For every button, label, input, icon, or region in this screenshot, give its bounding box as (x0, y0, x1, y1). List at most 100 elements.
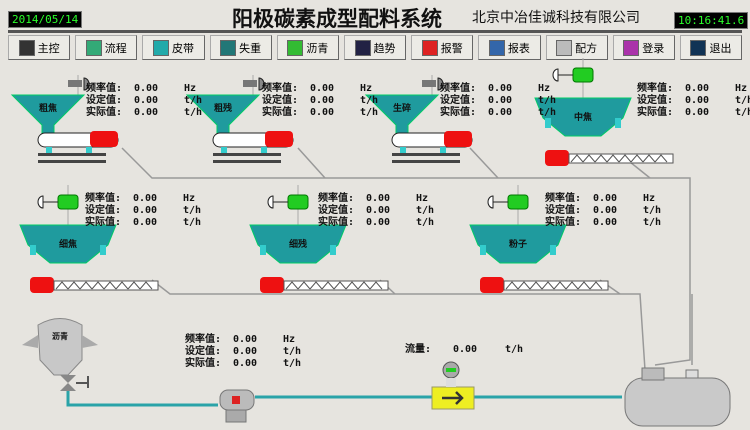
belt-conveyor-icon (391, 131, 473, 163)
freq-label: 频率值: (85, 193, 122, 204)
unit: t/h (643, 217, 662, 228)
screw-conveyor-icon (480, 245, 609, 293)
actual-label: 实际值: (185, 358, 222, 369)
unit: t/h (360, 95, 379, 106)
report-icon (488, 39, 505, 56)
station-4 (19, 185, 159, 293)
hopper-icon (19, 224, 117, 264)
toolbar-button-6[interactable]: 报警 (411, 35, 474, 60)
unit: t/h (643, 205, 662, 216)
freq-value: 0.00 (366, 193, 391, 204)
unit: Hz (283, 334, 296, 345)
trend-icon (354, 39, 371, 56)
flow-label: 流量: (405, 344, 432, 355)
alarm-icon (421, 39, 438, 56)
actual-value: 0.00 (310, 107, 335, 118)
freq-label: 频率值: (185, 334, 222, 345)
actual-value: 0.00 (593, 217, 618, 228)
toolbar-button-0[interactable]: 主控 (8, 35, 71, 60)
set-label: 设定值: (637, 95, 674, 106)
set-label: 设定值: (86, 95, 123, 106)
console-icon (18, 39, 35, 56)
toolbar-button-1[interactable]: 流程 (75, 35, 138, 60)
toolbar-button-10[interactable]: 退出 (679, 35, 743, 60)
unit: t/h (735, 107, 750, 118)
feeder-motor-icon (37, 185, 79, 225)
hopper-label: 粉子 (508, 240, 527, 250)
screw-conveyor-icon (260, 245, 389, 293)
hopper-label: 粗焦 (38, 104, 57, 114)
actual-value: 0.00 (366, 217, 391, 228)
toolbar-button-8[interactable]: 配方 (545, 35, 608, 60)
set-value: 0.00 (233, 346, 258, 357)
feeder-gate-icon (68, 75, 90, 95)
feeder-gate-icon (422, 75, 444, 95)
set-label: 设定值: (262, 95, 299, 106)
unit: t/h (360, 107, 379, 118)
toolbar-button-3[interactable]: 失重 (209, 35, 272, 60)
unit: Hz (416, 193, 429, 204)
toolbar-button-5[interactable]: 趋势 (343, 35, 407, 60)
actual-value: 0.00 (685, 107, 710, 118)
unit: t/h (184, 95, 203, 106)
freq-value: 0.00 (488, 83, 513, 94)
recipe-icon (556, 39, 573, 56)
toolbar-button-7[interactable]: 报表 (478, 35, 541, 60)
freq-value: 0.00 (233, 334, 258, 345)
belt-conveyor-icon (37, 131, 119, 163)
actual-label: 实际值: (86, 107, 123, 118)
freq-label: 频率值: (637, 83, 674, 94)
unit: Hz (183, 193, 196, 204)
unit: t/h (283, 358, 302, 369)
actual-label: 实际值: (262, 107, 299, 118)
hopper-icon (534, 97, 632, 137)
toolbar-label: 失重 (239, 41, 262, 55)
unit: t/h (416, 205, 435, 216)
date-display: 2014/05/14 (8, 11, 83, 28)
unit: Hz (360, 83, 373, 94)
station-5 (249, 185, 389, 293)
storage-tank-icon (624, 367, 731, 427)
toolbar-label: 配方 (575, 41, 598, 55)
pitch-icon (287, 39, 304, 56)
toolbar-label: 退出 (709, 41, 732, 55)
toolbar-button-9[interactable]: 登录 (612, 35, 675, 60)
set-label: 设定值: (85, 205, 122, 216)
screw-conveyor-icon (30, 245, 159, 293)
unit: t/h (538, 95, 557, 106)
actual-label: 实际值: (637, 107, 674, 118)
toolbar-label: 沥青 (306, 41, 329, 55)
toolbar-button-2[interactable]: 皮带 (142, 35, 205, 60)
actual-value: 0.00 (133, 217, 158, 228)
belt-icon (152, 39, 169, 56)
freq-value: 0.00 (685, 83, 710, 94)
freq-label: 频率值: (86, 83, 123, 94)
unit: t/h (735, 95, 750, 106)
flowmeter-icon (431, 361, 475, 410)
feeder-motor-icon (487, 185, 529, 225)
pump-icon (219, 389, 255, 423)
unit: t/h (183, 217, 202, 228)
set-value: 0.00 (310, 95, 335, 106)
set-label: 设定值: (440, 95, 477, 106)
toolbar-button-4[interactable]: 沥青 (276, 35, 339, 60)
station-3 (534, 58, 674, 166)
toolbar-label: 主控 (37, 41, 60, 55)
set-value: 0.00 (685, 95, 710, 106)
set-value: 0.00 (366, 205, 391, 216)
pitch-tank-label: 沥青 (52, 332, 68, 341)
toolbar-label: 报警 (440, 41, 463, 55)
hopper-label: 细残 (288, 240, 307, 250)
toolbar: 主控 流程皮带 失重 沥青趋势 报警 报表 配方登录 退出 (8, 35, 743, 60)
freq-value: 0.00 (134, 83, 159, 94)
unit: Hz (184, 83, 197, 94)
unit: t/h (538, 107, 557, 118)
actual-value: 0.00 (233, 358, 258, 369)
set-label: 设定值: (545, 205, 582, 216)
actual-label: 实际值: (85, 217, 122, 228)
hopper-label: 粗残 (213, 104, 232, 114)
page-title: 阳极碳素成型配料系统 (232, 6, 442, 31)
